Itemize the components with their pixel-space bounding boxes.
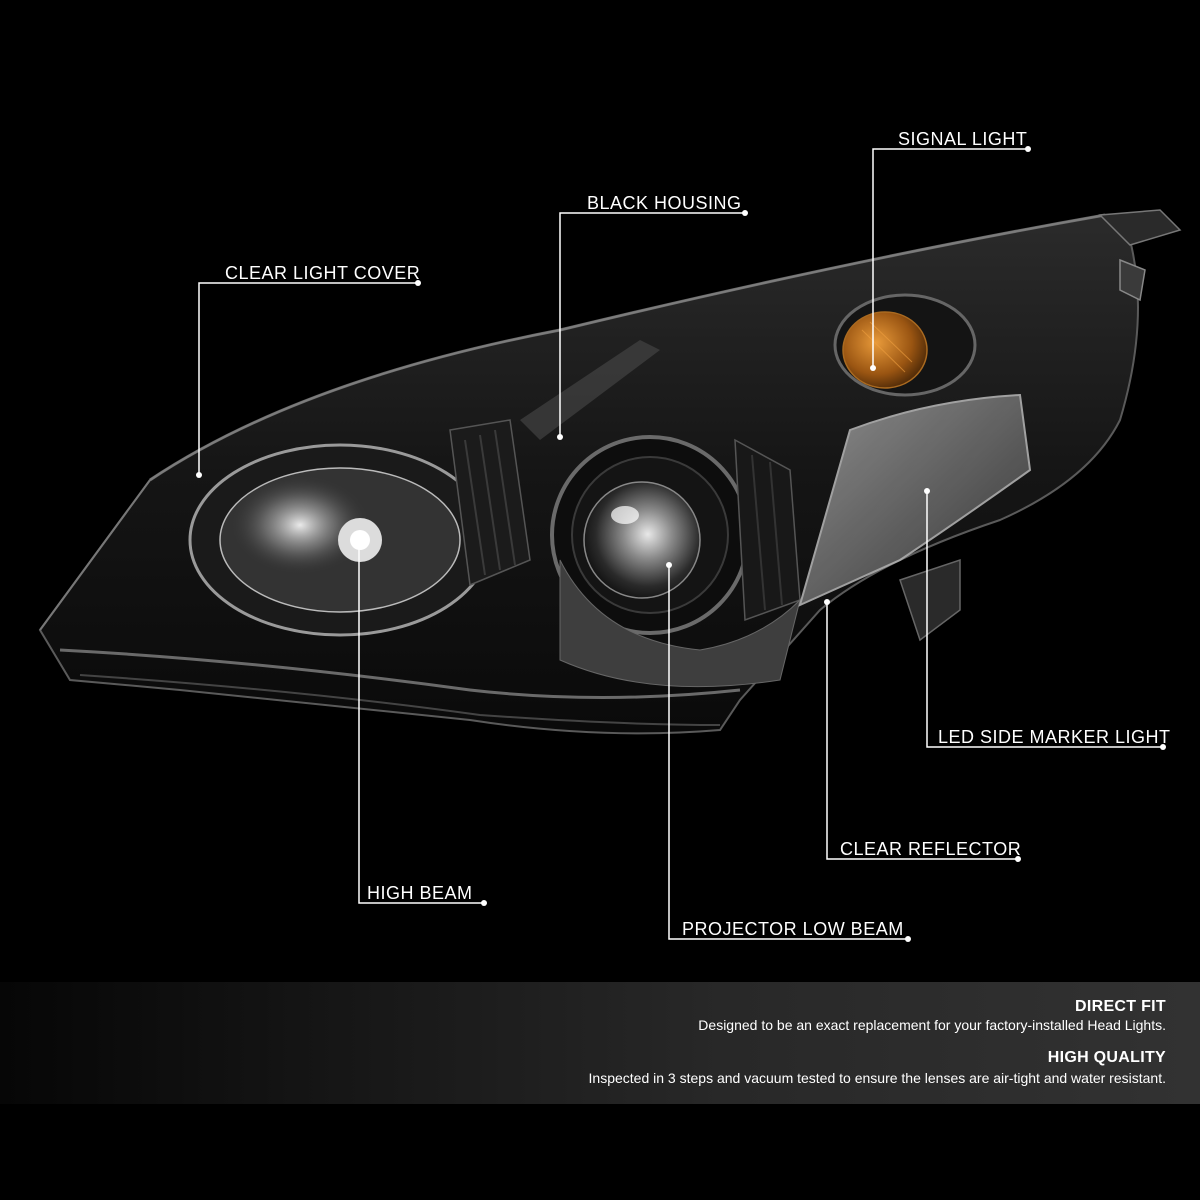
clear-reflector-label: CLEAR REFLECTOR — [840, 839, 1022, 859]
high-beam-label: HIGH BEAM — [367, 883, 473, 903]
feature-title: HIGH QUALITY — [1047, 1049, 1166, 1066]
feature-title: DIRECT FIT — [1075, 998, 1166, 1015]
clear-reflector-panel — [798, 393, 1032, 607]
led-side-marker-light-label: LED SIDE MARKER LIGHT — [938, 727, 1171, 747]
feature-info-band: DIRECT FIT Designed to be an exact repla… — [0, 982, 1200, 1104]
black-housing-label: BLACK HOUSING — [587, 193, 742, 213]
callout-dots — [196, 146, 1166, 942]
callout-lines — [198, 148, 1163, 940]
signal-light-label: SIGNAL LIGHT — [898, 129, 1028, 149]
clear-light-cover-label: CLEAR LIGHT COVER — [225, 263, 421, 283]
amber-signal-lens — [842, 311, 928, 389]
feature-description: Inspected in 3 steps and vacuum tested t… — [588, 1070, 1166, 1086]
projector-low-beam-label: PROJECTOR LOW BEAM — [682, 919, 904, 939]
feature-description: Designed to be an exact replacement for … — [698, 1017, 1166, 1033]
